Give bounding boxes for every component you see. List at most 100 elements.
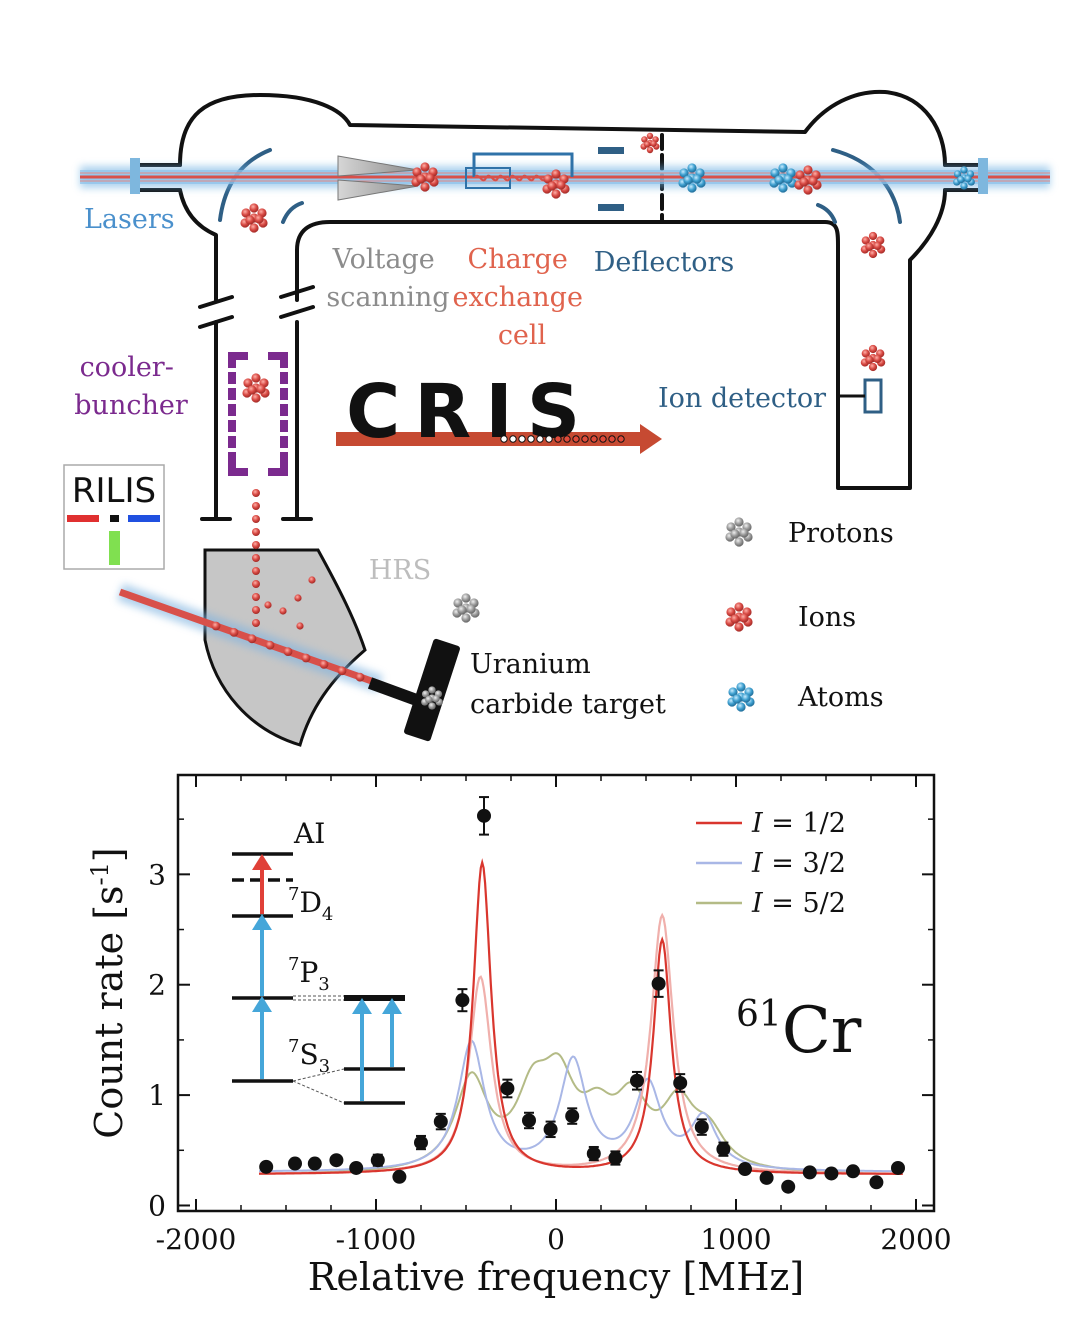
left-bend-lower [178,188,218,302]
legend-atoms-label: Atoms [797,682,884,713]
level-7d4-label: 7D4 [288,884,333,925]
data-point [716,1141,731,1157]
point-marker [781,1179,796,1194]
point-marker [433,1114,448,1129]
level-7p3-label: 7P3 [288,954,330,995]
legend-label-i-3-2: I = 3/2 [751,848,846,879]
uranium-carbide-target-label: Uranium carbide target [470,649,666,720]
data-point [370,1153,385,1168]
point-marker [307,1156,322,1171]
ion-stream-dot [252,489,260,497]
ion-stream-dot [308,576,316,584]
logo-dot [509,435,517,443]
ion-stream-dot [264,601,272,609]
ion-cluster [860,231,886,259]
data-point [630,1070,644,1091]
particle-legend: Protons Ions Atoms [788,518,894,713]
logo-dot [554,435,562,443]
legend-atom-icon [727,682,755,712]
ion-stream-dot [252,606,260,614]
point-marker [522,1113,536,1128]
data-point [586,1145,601,1162]
ion-stream-dot [252,580,260,588]
ion-cluster [640,132,660,154]
left-bend-outer [178,89,947,167]
legend-label-i-5-2: I = 5/2 [751,888,846,919]
data-point [802,1165,817,1180]
atom-cluster [953,166,975,190]
charge-exchange-cell [465,152,574,189]
level-ai-label: AI [293,817,325,850]
plot-frame [176,773,936,1213]
data-point [738,1162,752,1177]
ion-stream-dot [252,593,260,601]
y-axis-label: Count rate [s-1] [86,847,131,1138]
particle-layer [211,132,975,712]
data-point [608,1150,623,1166]
y-tick-label: 0 [148,1189,166,1222]
atom-cluster [769,163,797,193]
point-marker [759,1170,774,1185]
fit-curves [258,858,903,1175]
logo-dot [527,435,535,443]
logo-dot [518,435,526,443]
lasers-label: Lasers [84,204,175,235]
logo-dot [536,435,544,443]
data-point [869,1175,884,1190]
logo-dot [500,435,508,443]
ion-stream-dot [296,622,304,630]
ion-stream-dot [252,619,260,627]
ion-stream-dot [252,515,260,523]
x-tick-label: -1000 [336,1223,417,1256]
proton-cluster [421,686,443,710]
data-point [414,1134,428,1151]
y-tick-label: 2 [148,969,166,1002]
point-marker [846,1164,860,1179]
ion-stream-dot [355,672,365,682]
point-marker [869,1175,884,1190]
data-point [824,1166,839,1181]
legend-ion-icon [725,602,753,632]
logo-dot [599,435,607,443]
ion-cluster [240,203,268,233]
data-point [433,1112,448,1131]
data-point [349,1160,364,1175]
point-marker [455,993,470,1008]
point-marker [329,1153,344,1168]
fit-curve-i-5-2 [259,1052,903,1175]
x-tick-label: 0 [547,1223,565,1256]
hrs-label: HRS [369,555,431,586]
deflector-plates [598,147,624,211]
ion-stream-dot [301,653,311,663]
legend-ions-label: Ions [798,602,856,633]
logo-dot [572,435,580,443]
ion-cluster [794,165,822,195]
point-marker [259,1159,274,1174]
data-point [543,1120,558,1139]
point-marker [673,1075,688,1090]
point-marker [477,808,491,823]
data-point [759,1170,774,1185]
data-point [694,1118,709,1136]
deflectors-label: Deflectors [594,247,735,278]
ion-stream-dot [252,502,260,510]
ion-stream-dot [229,628,239,637]
data-point [565,1107,580,1125]
x-axis-label: Relative frequency [MHz] [308,1255,804,1299]
legend-label-i-1-2: I = 1/2 [751,808,846,839]
ion-stream-dot [252,567,260,575]
data-point [846,1164,860,1179]
break-mark [198,295,234,309]
data-point [329,1153,344,1168]
x-tick-label: 1000 [700,1223,771,1256]
voltage-scanning-electrodes [337,155,419,201]
data-point [522,1111,536,1130]
voltage-scanning-label: Voltage scanning [326,244,449,313]
left-bend-inner [295,188,947,490]
logo-dot [590,435,598,443]
point-marker [349,1160,364,1175]
ion-cluster [860,344,886,372]
ion-cluster [542,169,570,199]
